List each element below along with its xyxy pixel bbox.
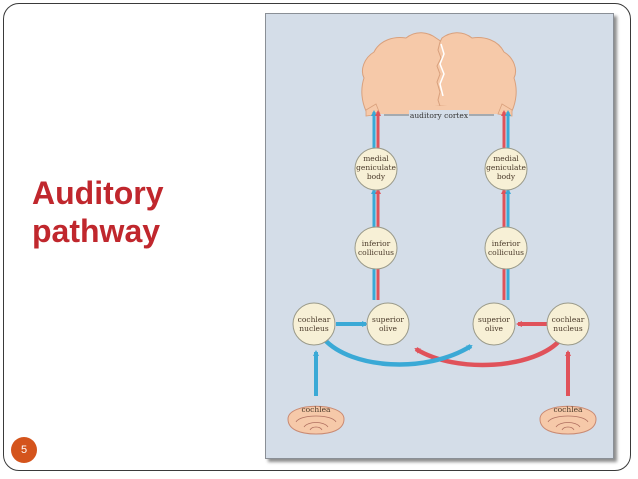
svg-text:medial: medial [363,154,389,163]
right-medial-geniculate-body-node: medial geniculate body [484,147,528,191]
left-ascending-paths [371,110,381,300]
left-crossing-path [322,337,473,367]
svg-text:olive: olive [379,324,398,333]
right-inferior-colliculus-node: inferior colliculus [484,226,528,270]
auditory-pathway-diagram: auditory cortex [287,32,597,435]
cortex-label-bg [409,110,469,120]
svg-text:geniculate: geniculate [486,163,526,172]
svg-text:body: body [367,172,386,181]
svg-text:body: body [497,172,516,181]
svg-text:cochlea: cochlea [301,405,331,414]
right-ascending-paths [501,110,511,300]
left-medial-geniculate-body-node: medial geniculate body [354,147,398,191]
title-line-1: Auditory [32,175,164,211]
auditory-pathway-figure: auditory cortex [265,13,614,459]
slide-title: Auditory pathway [32,174,242,250]
svg-text:cochlea: cochlea [553,405,583,414]
svg-text:colliculus: colliculus [488,248,524,257]
svg-text:colliculus: colliculus [358,248,394,257]
right-crossing-path [414,337,563,368]
svg-text:superior: superior [478,315,510,324]
svg-text:medial: medial [493,154,519,163]
svg-text:inferior: inferior [492,239,521,248]
svg-text:nucleus: nucleus [299,324,329,333]
title-line-2: pathway [32,213,161,249]
slide-number-badge: 5 [11,437,37,463]
svg-text:superior: superior [372,315,404,324]
left-superior-olive-node: superior olive [366,302,410,346]
brain-cortex [361,32,517,117]
left-cochlear-nucleus-node: cochlear nucleus [292,302,336,346]
left-cochlea: cochlea [287,405,345,435]
svg-text:geniculate: geniculate [356,163,396,172]
right-superior-olive-node: superior olive [472,302,516,346]
right-cochlea: cochlea [539,405,597,435]
svg-text:nucleus: nucleus [553,324,583,333]
auditory-cortex-label: auditory cortex [410,111,469,120]
svg-text:cochlear: cochlear [298,315,331,324]
svg-text:cochlear: cochlear [552,315,585,324]
svg-text:inferior: inferior [362,239,391,248]
left-inferior-colliculus-node: inferior colliculus [354,226,398,270]
svg-text:olive: olive [485,324,504,333]
right-cochlear-nucleus-node: cochlear nucleus [546,302,590,346]
